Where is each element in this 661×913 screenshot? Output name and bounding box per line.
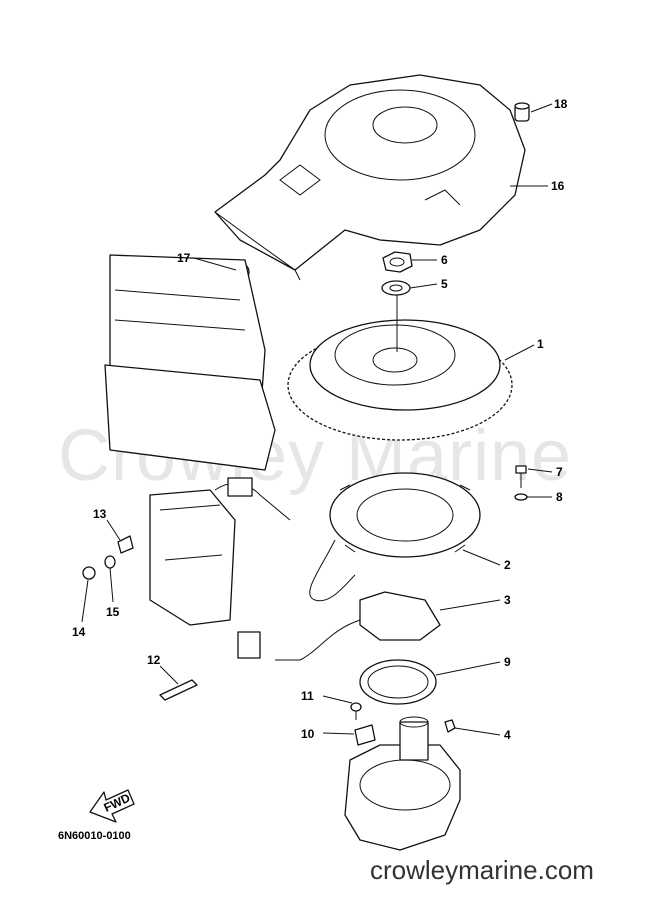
label-3: 3 [504, 593, 511, 607]
leader-lines [81, 103, 553, 736]
stator-bolt [515, 465, 527, 488]
lead-clamp [354, 724, 376, 746]
label-6: 6 [441, 253, 448, 267]
woodruff-key [444, 719, 456, 733]
lock-pin [159, 679, 198, 701]
flywheel-cover [214, 74, 526, 281]
label-16: 16 [551, 179, 565, 193]
label-10: 10 [301, 727, 315, 741]
retaining-ring [359, 659, 437, 705]
label-1: 1 [537, 337, 544, 351]
cylinder-block [149, 477, 291, 626]
flywheel [287, 295, 513, 441]
stator-washer [514, 493, 528, 501]
spacer [104, 555, 116, 569]
label-15: 15 [106, 605, 120, 619]
flywheel-nut [382, 251, 413, 273]
label-7: 7 [556, 465, 563, 479]
label-17: 17 [177, 251, 191, 265]
label-14: 14 [72, 625, 86, 639]
label-4: 4 [504, 728, 511, 742]
label-12: 12 [147, 653, 161, 667]
fwd-arrow-icon: FWD [89, 789, 135, 823]
stator [309, 472, 481, 602]
pulser-coil [237, 591, 441, 661]
screw [82, 566, 96, 580]
catalog-code: 6N60010-0100 [58, 830, 131, 842]
site-link[interactable]: crowleymarine.com [370, 855, 594, 885]
grommet [514, 102, 530, 122]
label-8: 8 [556, 490, 563, 504]
clip [117, 535, 134, 554]
label-18: 18 [554, 97, 568, 111]
part-labels: 18 16 17 6 5 1 7 8 2 3 9 4 10 11 12 13 1… [72, 97, 568, 742]
label-9: 9 [504, 655, 511, 669]
label-5: 5 [441, 277, 448, 291]
crankcase-base [344, 716, 461, 851]
label-11: 11 [301, 689, 314, 703]
label-2: 2 [504, 558, 511, 572]
cowling-panel [104, 254, 276, 471]
washer [381, 280, 411, 296]
clamp-screw [350, 702, 362, 720]
label-13: 13 [93, 507, 107, 521]
